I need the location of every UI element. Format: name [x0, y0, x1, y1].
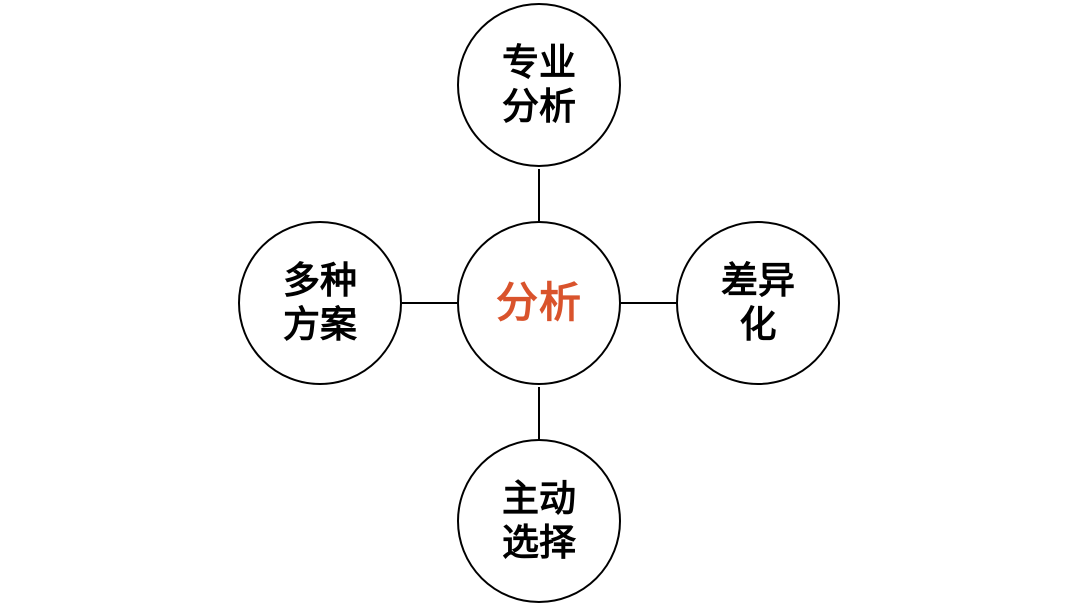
node-multiple-plans: 多种方案 — [238, 221, 402, 385]
center-label: 分析 — [495, 278, 582, 327]
node-label: 多种方案 — [283, 259, 357, 346]
node-differentiation: 差异化 — [676, 221, 840, 385]
node-label: 专业分析 — [502, 41, 576, 128]
node-active-choice: 主动选择 — [457, 439, 621, 603]
node-label: 差异化 — [721, 259, 795, 346]
node-label: 主动选择 — [502, 477, 576, 564]
node-center-analysis: 分析 — [457, 221, 621, 385]
node-professional-analysis: 专业分析 — [457, 3, 621, 167]
